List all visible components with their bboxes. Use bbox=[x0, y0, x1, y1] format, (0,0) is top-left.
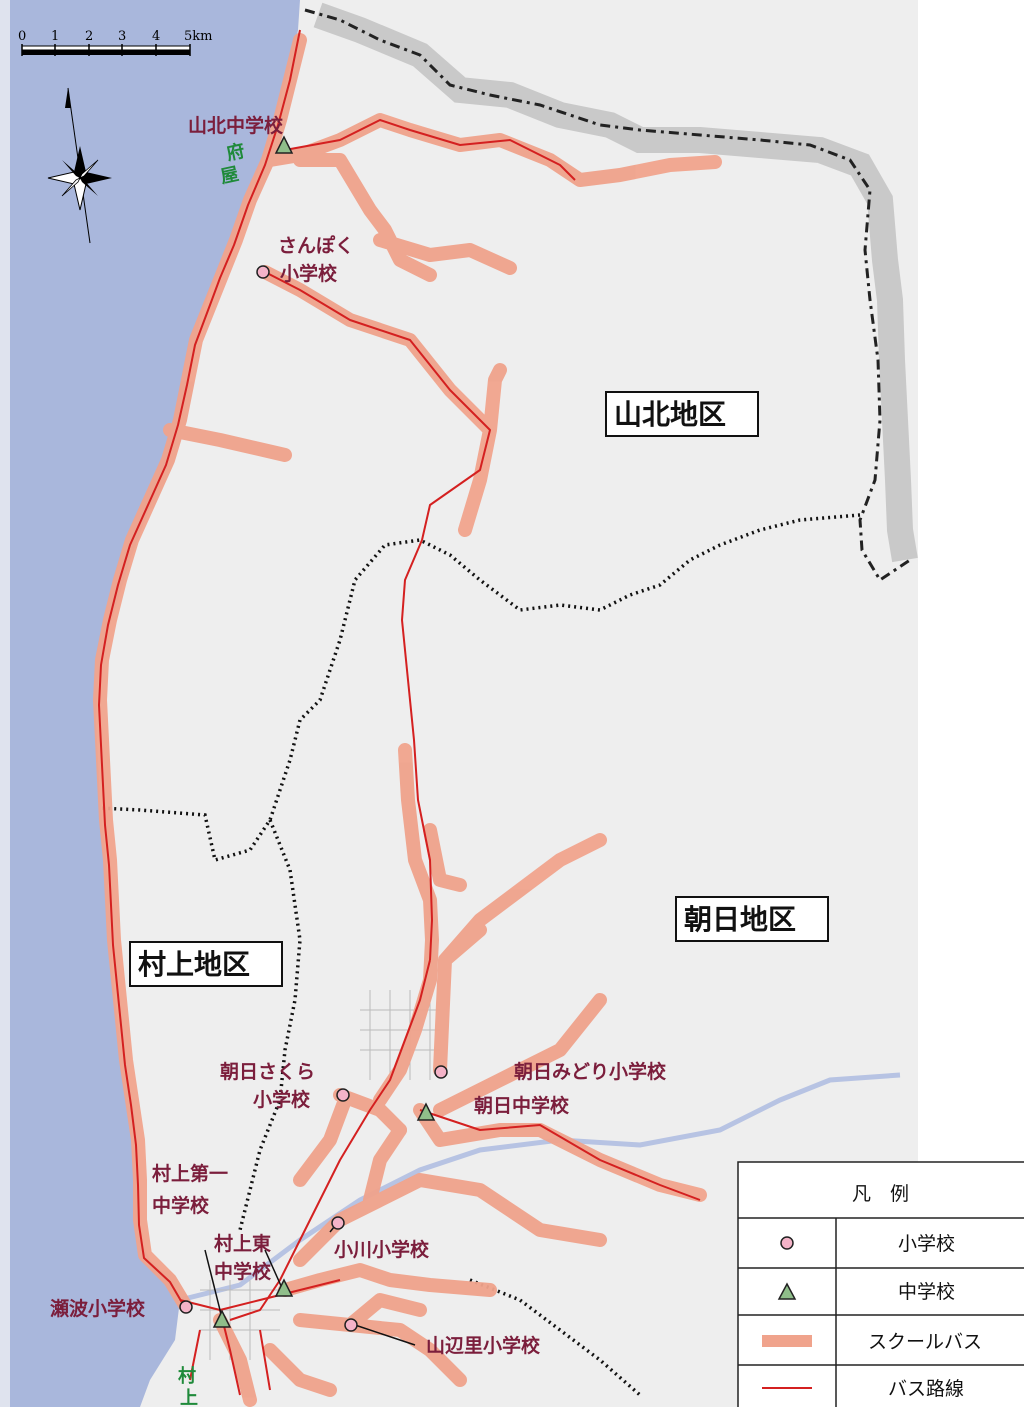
legend-junior-high-label: 中学校 bbox=[898, 1281, 955, 1303]
asahi-sakura-es-marker[interactable] bbox=[336, 1088, 350, 1102]
scale-tick-end: 5km bbox=[184, 29, 212, 44]
asahi-jhs-marker[interactable] bbox=[416, 1102, 436, 1121]
scale-tick-4: 4 bbox=[152, 29, 160, 44]
scale-tick-1: 1 bbox=[51, 29, 59, 44]
station-fuya: 府 屋 bbox=[219, 140, 247, 188]
station-fuya-char-2: 屋 bbox=[219, 164, 241, 188]
label-murakami-daiichi-line-2: 中学校 bbox=[152, 1194, 210, 1217]
label-asahi-midori-es: 朝日みどり小学校 bbox=[514, 1060, 667, 1083]
label-murakami-daiichi-line-1: 村上第一 bbox=[152, 1162, 228, 1185]
district-boundary-south bbox=[469, 1278, 642, 1397]
label-sanpenri-es: 山辺里小学校 bbox=[426, 1334, 541, 1357]
sanpoku-jhs-marker[interactable] bbox=[274, 135, 294, 154]
bus-route-asahi-east bbox=[419, 1109, 701, 1201]
scale-tick-3: 3 bbox=[118, 29, 126, 44]
legend-title: 凡 例 bbox=[852, 1183, 909, 1205]
school-bus-route-sanpenri bbox=[293, 1293, 467, 1387]
station-murakami-char-2: 上 bbox=[180, 1388, 198, 1407]
label-asahi-jhs: 朝日中学校 bbox=[474, 1094, 570, 1117]
label-sanpoku-jhs: 山北中学校 bbox=[188, 114, 284, 137]
ogawa-es-marker[interactable] bbox=[331, 1216, 345, 1230]
prefecture-border bbox=[304, 8, 911, 583]
urban-area bbox=[200, 990, 440, 1360]
district-label-asahi: 朝日地区 bbox=[675, 896, 829, 942]
school-bus-route-sakura bbox=[293, 1088, 407, 1187]
school-bus-route-west-branch bbox=[163, 423, 292, 462]
school-bus-route-murakami-east bbox=[278, 1263, 497, 1297]
station-murakami: 村 上 bbox=[178, 1365, 198, 1407]
scale-tick-0: 0 bbox=[18, 29, 26, 44]
school-bus-route-sanpoku-mid bbox=[293, 153, 517, 282]
school-bus-route-asahi-east bbox=[433, 833, 607, 1077]
district-murakami-text: 村上地区 bbox=[138, 948, 250, 981]
legend-elementary-label: 小学校 bbox=[898, 1233, 955, 1255]
label-asahi-sakura-line-1: 朝日さくら bbox=[220, 1061, 315, 1083]
label-murakami-higashi-line-2: 中学校 bbox=[214, 1260, 272, 1283]
scale-bar: 0 1 2 3 4 5km bbox=[18, 29, 212, 56]
murakami-higashi-jhs-marker[interactable] bbox=[274, 1278, 294, 1297]
school-bus-route-midori bbox=[433, 993, 607, 1117]
label-ogawa-es: 小川小学校 bbox=[334, 1238, 430, 1261]
legend-school-bus-label: スクールバス bbox=[868, 1331, 982, 1353]
district-label-murakami: 村上地区 bbox=[129, 941, 283, 987]
bus-routes bbox=[98, 29, 701, 1396]
station-fuya-char-1: 府 bbox=[224, 140, 246, 165]
scale-tick-2: 2 bbox=[85, 29, 93, 44]
north-arrow-icon bbox=[47, 87, 112, 244]
murakami-daiichi-jhs-marker[interactable] bbox=[212, 1309, 232, 1328]
sanpoku-es-marker[interactable] bbox=[256, 265, 270, 279]
asahi-midori-es-marker[interactable] bbox=[434, 1065, 448, 1079]
bus-route-coast bbox=[98, 29, 301, 1307]
district-boundary-murakami-asahi bbox=[238, 819, 302, 1231]
legend-junior-high-symbol bbox=[777, 1282, 797, 1300]
bus-route-asahi-main bbox=[229, 959, 431, 1321]
bus-route-sanpoku-north bbox=[284, 119, 576, 181]
sea-edge-left bbox=[0, 0, 10, 1407]
school-labels: 山北中学校 さんぽく 小学校 朝日さくら 小学校 朝日みどり小学校 朝日中学校 … bbox=[50, 114, 667, 1357]
label-asahi-sakura-line-2: 小学校 bbox=[253, 1088, 311, 1111]
label-senami-es: 瀬波小学校 bbox=[50, 1297, 146, 1320]
sanpenri-es-marker[interactable] bbox=[344, 1318, 358, 1332]
district-label-sanpoku: 山北地区 bbox=[605, 391, 759, 437]
district-asahi-text: 朝日地区 bbox=[684, 903, 796, 936]
label-sanpoku-es-line-2: 小学校 bbox=[280, 262, 338, 285]
school-markers bbox=[179, 135, 448, 1332]
sea-area bbox=[0, 0, 300, 1407]
station-murakami-char-1: 村 bbox=[178, 1365, 196, 1387]
river bbox=[179, 1072, 901, 1303]
legend: 凡 例 小学校 中学校 スクールバス バス路線 bbox=[737, 1161, 1024, 1407]
senami-es-marker[interactable] bbox=[179, 1300, 193, 1314]
legend-elementary-symbol bbox=[780, 1236, 794, 1250]
legend-bus-route-label: バス路線 bbox=[888, 1378, 964, 1400]
district-sanpoku-text: 山北地区 bbox=[614, 398, 726, 431]
bus-route-murakami-town bbox=[179, 1279, 341, 1396]
bus-route-sanpoku-inland bbox=[264, 271, 491, 961]
label-sanpoku-es-line-1: さんぽく bbox=[278, 234, 354, 257]
label-murakami-higashi-line-1: 村上東 bbox=[214, 1232, 271, 1255]
